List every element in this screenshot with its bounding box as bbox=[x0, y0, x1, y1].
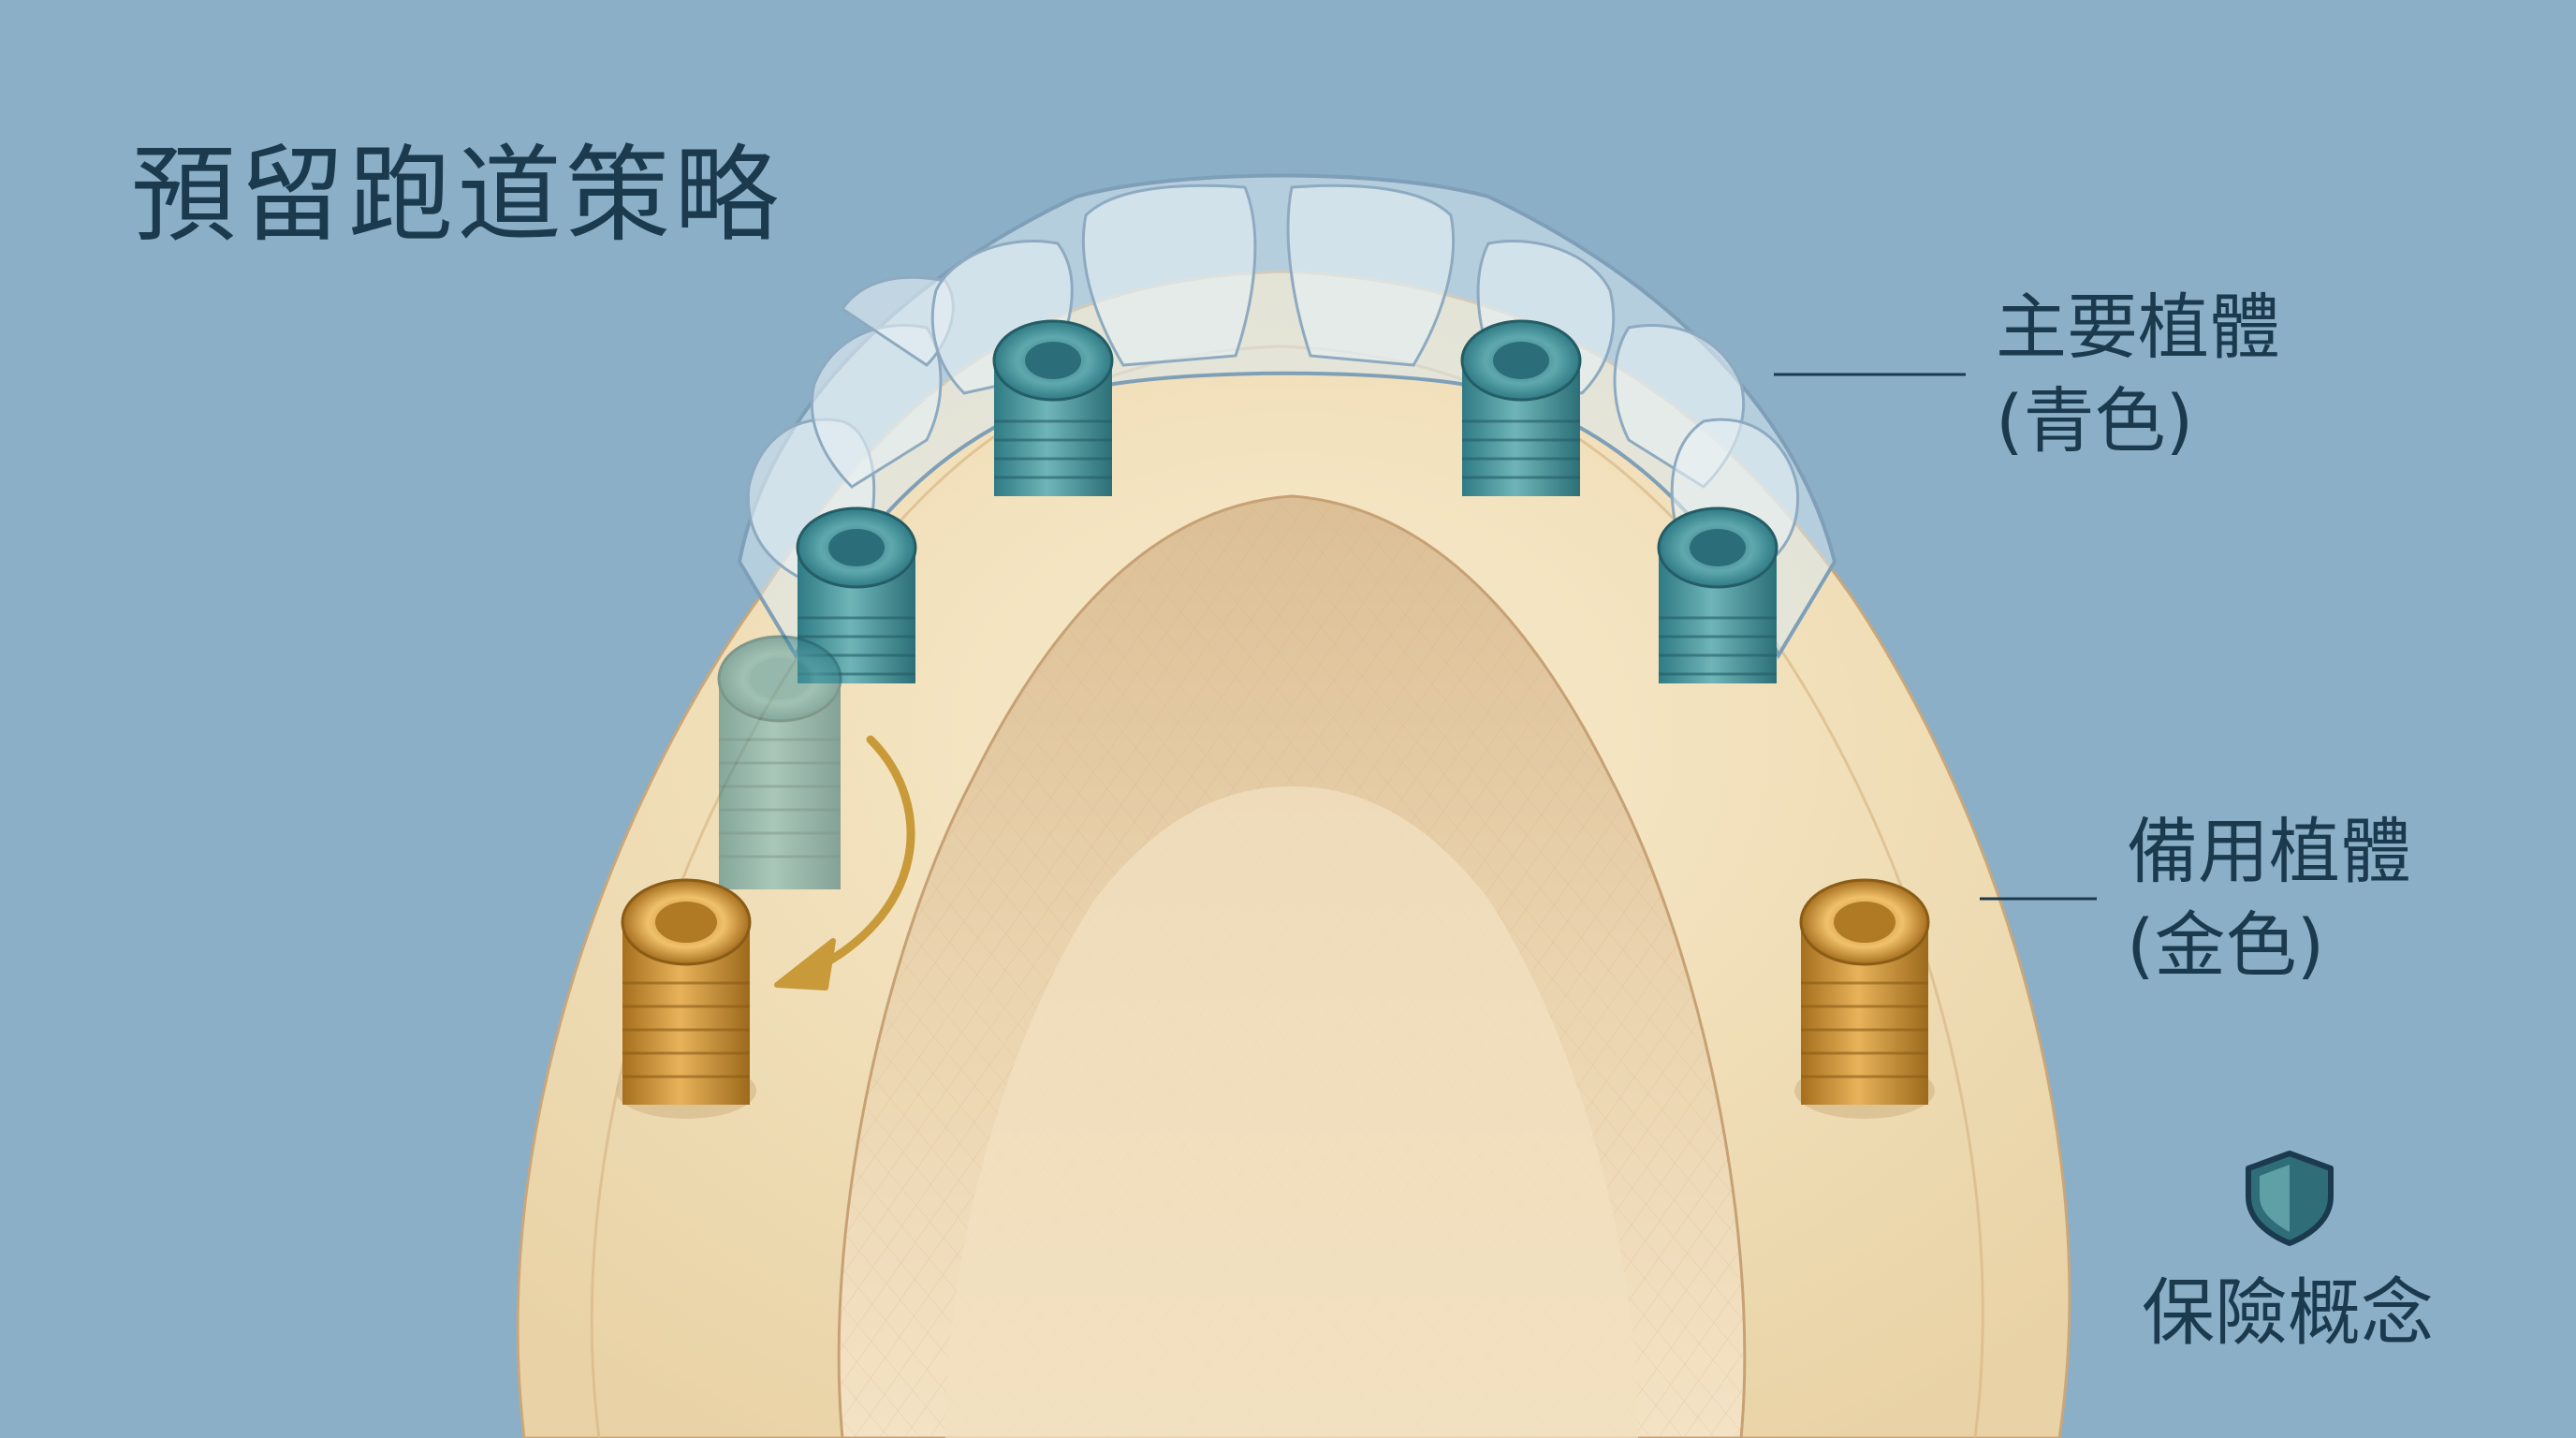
shield-icon bbox=[2246, 1151, 2334, 1246]
backup-implant-label-name: 備用植體 bbox=[2127, 810, 2411, 893]
primary-implant bbox=[1657, 506, 1778, 683]
backup-implant-label-color: (金色) bbox=[2127, 903, 2325, 987]
ghost-implant bbox=[717, 635, 842, 889]
backup-implant bbox=[616, 878, 756, 1119]
primary-implant-label-color: (青色) bbox=[1996, 379, 2194, 462]
page-title: 預留跑道策略 bbox=[131, 135, 783, 257]
primary-implant-label: 主要植體 (青色) bbox=[1996, 281, 2280, 468]
primary-implant bbox=[992, 319, 1114, 496]
primary-implant-label-name: 主要植體 bbox=[1996, 286, 2280, 369]
backup-implant bbox=[1794, 878, 1935, 1119]
primary-implant bbox=[1460, 319, 1582, 496]
backup-implant-label: 備用植體 (金色) bbox=[2127, 805, 2411, 992]
insurance-concept-label: 保險概念 bbox=[2142, 1271, 2435, 1356]
curved-arrow-icon bbox=[774, 735, 915, 990]
